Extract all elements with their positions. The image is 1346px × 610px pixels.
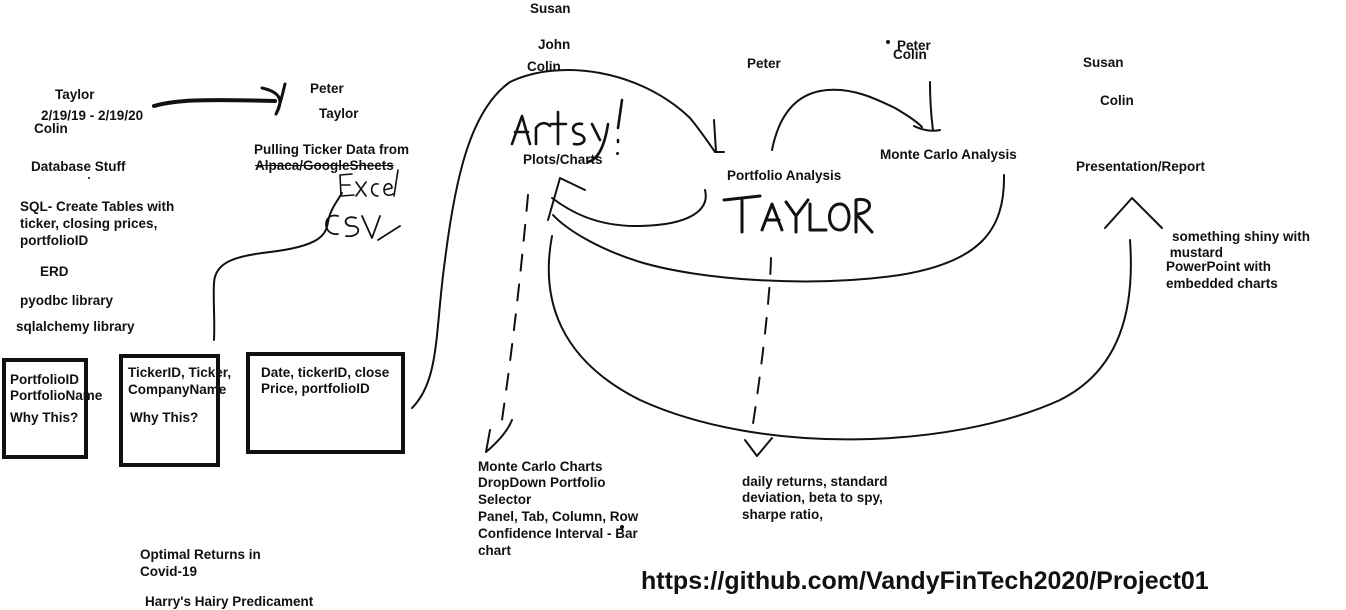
- prices-table-line-1: Date, tickerID, close: [261, 365, 390, 380]
- plots-arrow-head: [547, 177, 586, 221]
- presentation-arrow-head: [1104, 197, 1163, 229]
- mc-charts-line-3: Selector: [478, 492, 532, 507]
- colin-mc-line: [913, 81, 941, 132]
- mc-charts-line-1: Monte Carlo Charts: [478, 459, 603, 474]
- monte-carlo-title: Monte Carlo Analysis: [880, 147, 1017, 162]
- portfolio-table-line-1: PortfolioID: [10, 372, 79, 387]
- name-john: John: [538, 37, 571, 52]
- mc-charts-line-6: chart: [478, 543, 512, 558]
- sql-line-1: SQL- Create Tables with: [20, 199, 175, 214]
- sql-line-3: portfolioID: [20, 233, 89, 248]
- plots-title: Plots/Charts: [523, 152, 603, 167]
- csv-handwriting: [325, 214, 401, 241]
- dashed-to-returns: [751, 257, 772, 431]
- ppt-line-2: embedded charts: [1166, 276, 1278, 291]
- returns-line-1: daily returns, standard: [742, 474, 888, 489]
- date-range: 2/19/19 - 2/19/20: [41, 108, 144, 123]
- mc-charts-line-5: Confidence Interval - Bar: [478, 526, 638, 541]
- name-colin-left: Colin: [34, 121, 68, 136]
- prices-table-line-2: Price, portfolioID: [261, 381, 370, 396]
- project-title-line-1: Optimal Returns in: [140, 547, 261, 562]
- project-title-line-2: Covid-19: [140, 564, 198, 579]
- name-peter-mc: Peter: [897, 38, 931, 53]
- sqlalchemy-label: sqlalchemy library: [16, 319, 135, 334]
- prices-table-box: [246, 352, 405, 454]
- taylor-handwriting: [722, 194, 874, 234]
- shiny-line-2: mustard: [1166, 245, 1224, 260]
- portfolio-table-question: Why This?: [10, 410, 79, 425]
- timeline-arrow-head: [260, 82, 287, 116]
- loop-to-portfolio: [411, 69, 716, 409]
- name-susan-right: Susan: [1083, 55, 1124, 70]
- name-colin-plots: Colin: [527, 59, 561, 74]
- returns-line-3: sharpe ratio,: [742, 507, 824, 522]
- mc-charts-line-2: DropDown Portfolio: [478, 475, 606, 490]
- excel-handwriting: [339, 169, 399, 197]
- mc-charts-arrow-head: [485, 419, 513, 453]
- portfolio-table-box: [2, 358, 88, 459]
- portfolio-table-line-2: PortfolioName: [10, 388, 103, 403]
- pulling-line-1: Pulling Ticker Data from: [254, 142, 410, 157]
- portfolio-to-plots: [551, 189, 707, 228]
- name-colin-right: Colin: [1100, 93, 1134, 108]
- dashed-to-mc-charts: [501, 194, 529, 421]
- mc-charts-line-4: Panel, Tab, Column, Row: [478, 509, 639, 524]
- dot-marker: [886, 40, 890, 44]
- name-susan-top: Susan: [530, 1, 571, 16]
- artsy-handwriting: [510, 98, 624, 164]
- ticker-table-line-2: CompanyName: [128, 382, 227, 397]
- name-peter-left: Peter: [310, 81, 344, 96]
- loop-to-portfolio-head: [713, 119, 725, 153]
- database-title: Database Stuff: [31, 159, 126, 174]
- portfolio-to-mc: [771, 88, 923, 151]
- ticker-table-box: [119, 354, 220, 467]
- dot-marker: [616, 152, 619, 155]
- plots-to-presentation: [547, 235, 1132, 441]
- returns-line-2: deviation, beta to spy,: [742, 490, 883, 505]
- name-taylor-left: Taylor: [55, 87, 95, 102]
- sql-line-2: ticker, closing prices,: [20, 216, 158, 231]
- github-url[interactable]: https://github.com/VandyFinTech2020/Proj…: [641, 567, 1209, 595]
- name-colin-mc: Colin: [893, 47, 927, 62]
- dot-marker: [620, 525, 624, 529]
- pulling-line-2: Alpaca/GoogleSheets: [255, 158, 394, 173]
- mc-to-plots: [552, 174, 1006, 283]
- ticker-table-line-1: TickerID, Ticker,: [128, 365, 232, 380]
- name-taylor-pull: Taylor: [319, 106, 359, 121]
- ticker-table-question: Why This?: [130, 410, 199, 425]
- returns-arrow-head: [744, 437, 773, 457]
- project-subtitle: Harry's Hairy Predicament: [145, 594, 314, 609]
- timeline-arrow: [152, 98, 277, 108]
- erd-label: ERD: [40, 264, 69, 279]
- portfolio-analysis-title: Portfolio Analysis: [727, 168, 842, 183]
- shiny-line-1: something shiny with: [1172, 229, 1311, 244]
- pyodbc-label: pyodbc library: [20, 293, 114, 308]
- ppt-line-1: PowerPoint with: [1166, 259, 1272, 274]
- presentation-title: Presentation/Report: [1076, 159, 1206, 174]
- name-peter-portfolio: Peter: [747, 56, 781, 71]
- pull-flow-line: [212, 192, 343, 341]
- dot-marker: [88, 177, 90, 179]
